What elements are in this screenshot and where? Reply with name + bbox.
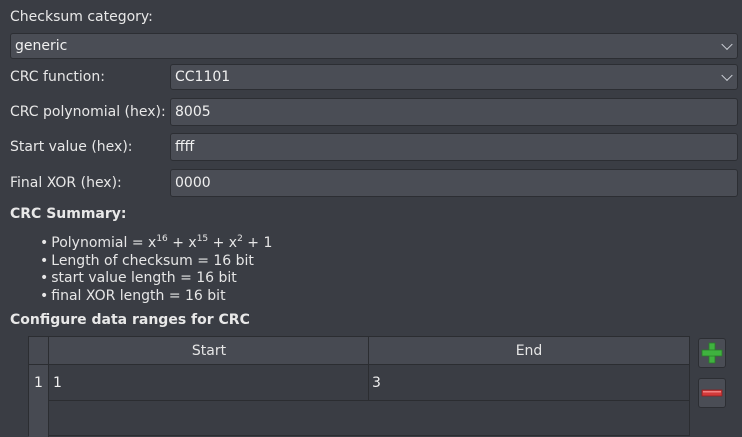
summary-xor-length: final XOR length = 16 bit: [40, 288, 272, 306]
checksum-category-combo[interactable]: generic: [10, 33, 738, 59]
column-header-end-label: End: [515, 343, 543, 359]
chevron-down-icon: [721, 38, 733, 51]
crc-function-combo[interactable]: CC1101: [170, 64, 738, 90]
final-xor-input[interactable]: 0000: [170, 169, 738, 197]
poly-separator: +: [167, 235, 189, 251]
poly-exponent: 16: [156, 234, 168, 244]
poly-separator: +: [208, 235, 229, 251]
crc-polynomial-input[interactable]: 8005: [170, 98, 738, 126]
ranges-title: Configure data ranges for CRC: [10, 312, 250, 328]
poly-term: x2 +: [228, 234, 264, 252]
final-xor-value: 0000: [175, 175, 211, 191]
poly-tail: 1: [263, 235, 273, 251]
remove-range-button[interactable]: [698, 378, 726, 408]
column-header-start-label: Start: [191, 343, 227, 359]
column-header-start[interactable]: Start: [49, 337, 369, 365]
poly-term: x15 +: [188, 234, 229, 252]
poly-base: x: [228, 235, 238, 251]
add-range-button[interactable]: [698, 338, 726, 368]
ranges-table[interactable]: Start End 1 1 3: [28, 336, 690, 437]
polynomial-prefix: Polynomial =: [51, 235, 149, 251]
start-value-value: ffff: [175, 139, 195, 155]
poly-exponent: 15: [196, 234, 209, 244]
plus-icon: [701, 342, 723, 364]
final-xor-label: Final XOR (hex):: [10, 175, 122, 191]
summary-polynomial: Polynomial = x16 + x15 + x2 + 1: [40, 235, 272, 253]
chevron-down-icon: [721, 69, 733, 82]
poly-term: x16 +: [148, 234, 189, 252]
cell-end[interactable]: 3: [369, 365, 689, 401]
crc-function-value: CC1101: [175, 69, 231, 85]
crc-summary-list: Polynomial = x16 + x15 + x2 + 1 Length o…: [40, 235, 272, 305]
checksum-category-label: Checksum category:: [10, 9, 153, 25]
crc-polynomial-value: 8005: [175, 104, 211, 120]
checksum-category-value: generic: [15, 38, 68, 54]
poly-exponent: 2: [237, 234, 243, 244]
summary-start-length: start value length = 16 bit: [40, 270, 272, 288]
start-value-label: Start value (hex):: [10, 139, 133, 155]
crc-function-label: CRC function:: [10, 69, 105, 85]
start-value-input[interactable]: ffff: [170, 133, 738, 161]
table-corner: [29, 337, 49, 365]
crc-summary-title: CRC Summary:: [10, 206, 127, 222]
cell-start[interactable]: 1: [49, 365, 369, 401]
row-header-empty: [29, 401, 49, 437]
poly-base: x: [148, 235, 157, 251]
row-header[interactable]: 1: [29, 365, 49, 401]
crc-polynomial-label: CRC polynomial (hex):: [10, 104, 166, 120]
summary-checksum-length: Length of checksum = 16 bit: [40, 253, 272, 271]
column-header-end[interactable]: End: [369, 337, 689, 365]
poly-base: x: [188, 235, 197, 251]
minus-icon: [701, 389, 723, 397]
poly-separator: +: [242, 235, 264, 251]
